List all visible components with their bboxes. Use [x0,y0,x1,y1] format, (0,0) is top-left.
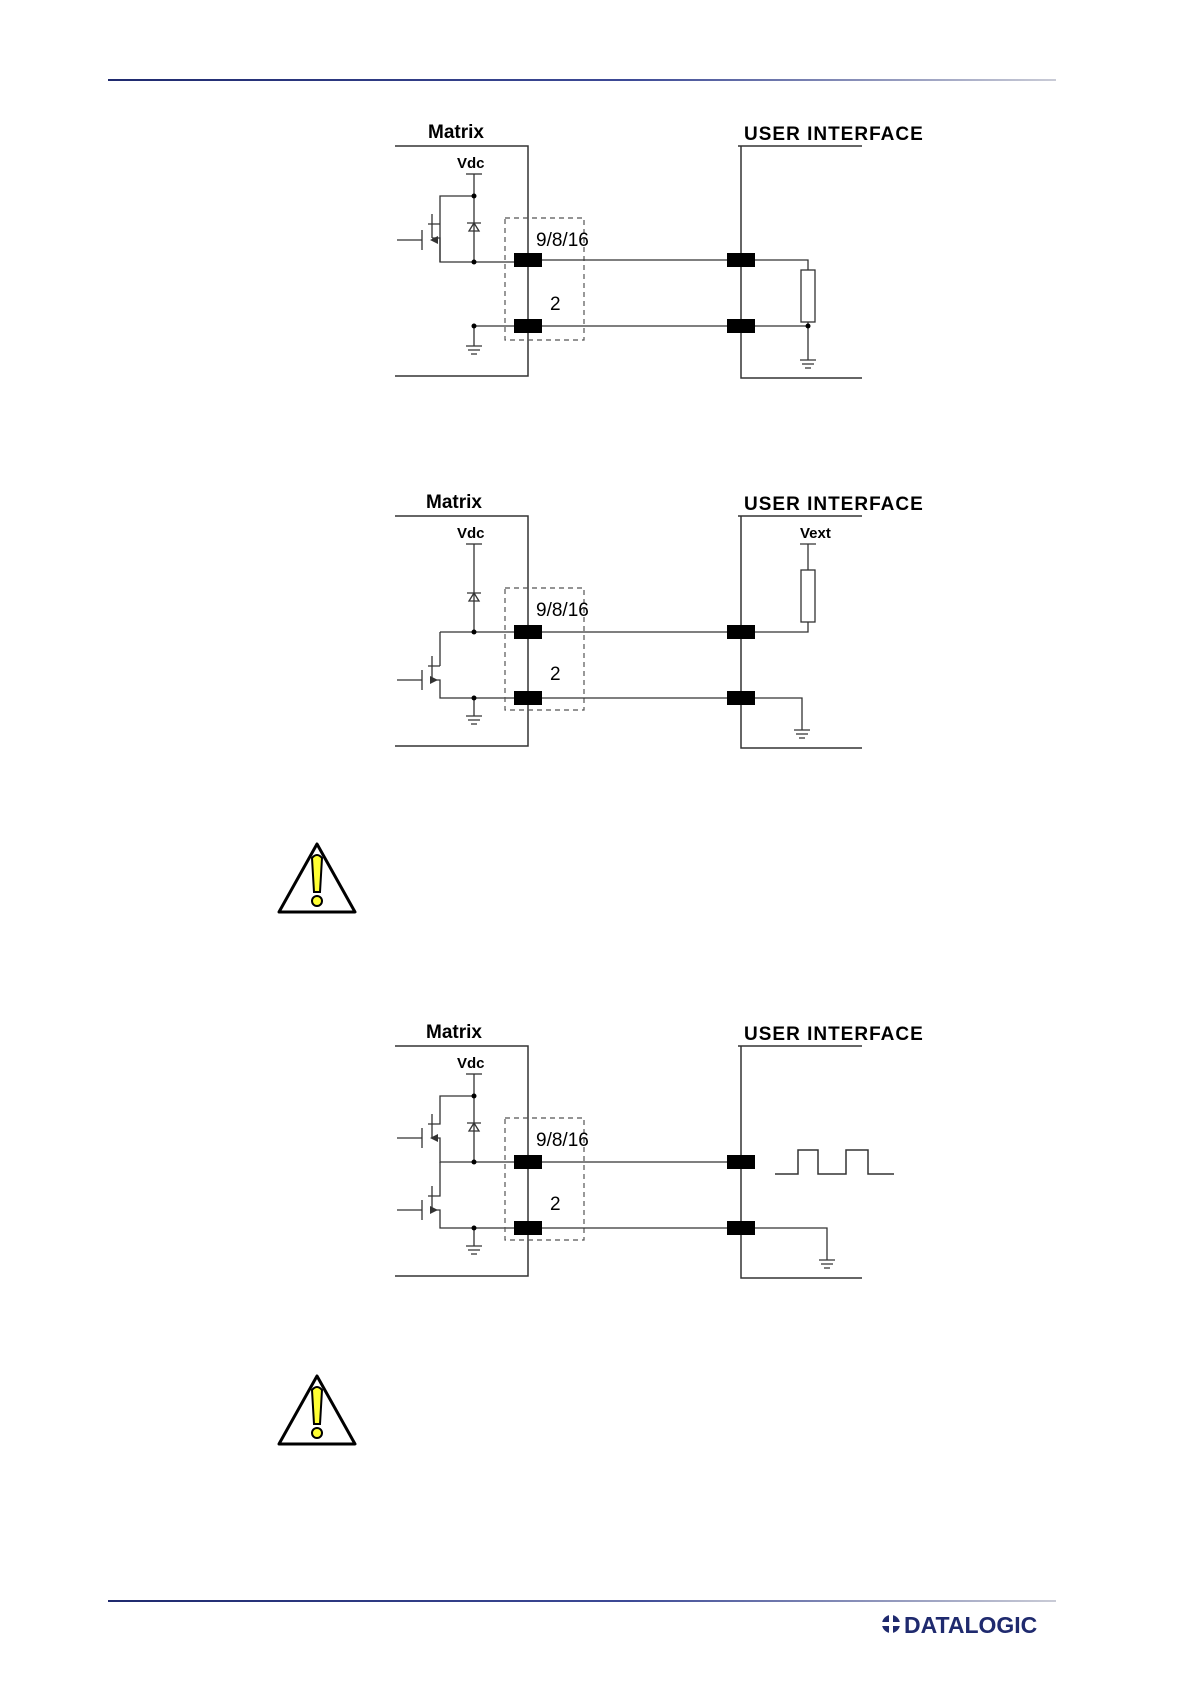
wiring-diagram-push-pull: Matrix USER INTERFACE Vdc 9/8/16 2 [380,1012,950,1292]
pin-bottom-label: 2 [550,294,561,315]
datalogic-logo: DATALOGIC [880,1609,1060,1639]
warning-triangle-icon [275,1372,359,1450]
warning-triangle-icon [275,840,359,918]
pin-top-label: 9/8/16 [536,230,589,251]
vdc-label: Vdc [457,525,485,542]
vdc-label: Vdc [457,155,485,172]
user-interface-title: USER INTERFACE [744,494,924,515]
user-interface-title: USER INTERFACE [744,124,924,145]
vdc-label: Vdc [457,1055,485,1072]
matrix-title: Matrix [428,122,484,143]
matrix-title: Matrix [426,492,482,513]
user-interface-title: USER INTERFACE [744,1024,924,1045]
wiring-diagram-external-supply: Matrix USER INTERFACE Vdc Vext 9/8/16 2 [380,480,950,760]
pin-top-label: 9/8/16 [536,600,589,621]
footer-rule [108,1600,1056,1602]
brand-wordmark: DATALOGIC [904,1612,1037,1638]
wiring-diagram-npn: Matrix USER INTERFACE Vdc 9/8/16 2 [380,110,950,390]
square-wave-signal [775,1150,894,1174]
header-rule [108,79,1056,81]
matrix-title: Matrix [426,1022,482,1043]
pin-top-label: 9/8/16 [536,1130,589,1151]
pin-bottom-label: 2 [550,664,561,685]
vext-label: Vext [800,525,831,542]
datalogic-mark-icon [880,1613,902,1635]
pin-bottom-label: 2 [550,1194,561,1215]
